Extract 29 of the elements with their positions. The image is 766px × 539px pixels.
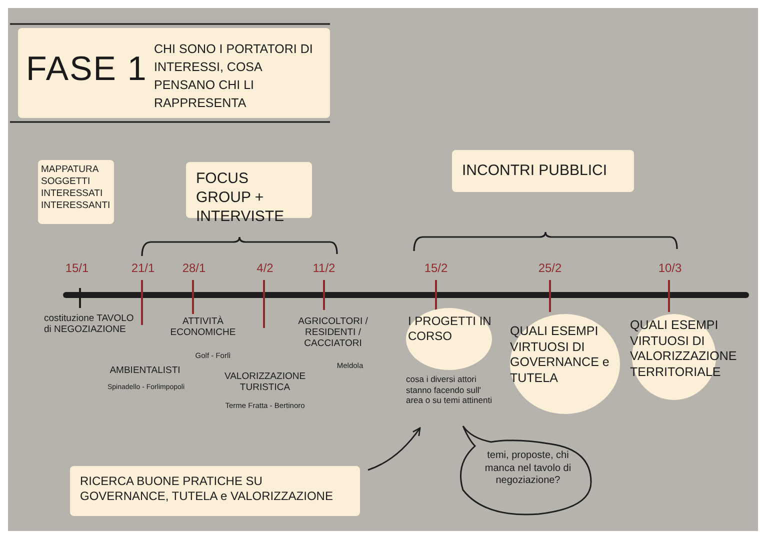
event-label: costituzione TAVOLO di NEGOZIAZIONE — [44, 314, 134, 336]
phase-title: FASE 1 — [26, 52, 148, 86]
note-box — [70, 466, 360, 516]
bubble-text: temi, proposte, chi manca nel tavolo di negoziazione? — [484, 450, 572, 488]
date-label: 10/3 — [657, 262, 683, 276]
header-box — [18, 28, 330, 118]
date-label: 21/1 — [130, 262, 156, 276]
note-box — [38, 160, 114, 224]
event-label: AGRICOLTORI / RESIDENTI / CACCIATORI — [297, 317, 369, 350]
date-label: 11/2 — [312, 262, 336, 276]
date-label: 15/1 — [64, 262, 90, 276]
node-text: INCONTRI PUBBLICI — [462, 162, 608, 181]
arrow — [368, 427, 421, 471]
node-text: QUALI ESEMPI VIRTUOSI DI VALORIZZAZIONE TERRITORIALE — [630, 318, 738, 380]
node-text: FOCUS GROUP + INTERVISTE — [196, 170, 286, 226]
note-text: cosa i diversi attori stanno facendo sull' area o su temi attinenti — [406, 374, 492, 406]
date-label: 4/2 — [256, 262, 274, 276]
node-text: RICERCA BUONE PRATICHE SU GOVERNANCE, TUTELA e VALORIZZAZIONE — [80, 474, 334, 504]
date-label: 28/1 — [181, 262, 207, 276]
date-label: 15/2 — [423, 262, 449, 276]
heading-box — [452, 150, 634, 192]
node-text: I PROGETTI IN CORSO — [408, 314, 492, 344]
node-text: QUALI ESEMPI VIRTUOSI DI GOVERNANCE e TUTELA — [510, 324, 610, 386]
event-label: AMBIENTALISTI — [108, 366, 182, 377]
date-label: 25/2 — [537, 262, 563, 276]
subtitle-text: CHI SONO I PORTATORI DI INTERESSI, COSA PENSANO CHI LI RAPPRESENTA — [154, 41, 314, 112]
node-text: MAPPATURA SOGGETTI INTERESSATI INTERESSANTI — [41, 164, 111, 212]
event-label: VALORIZZAZIONE TURISTICA — [223, 372, 307, 394]
event-label: ATTIVITÀ ECONOMICHE — [169, 317, 237, 339]
